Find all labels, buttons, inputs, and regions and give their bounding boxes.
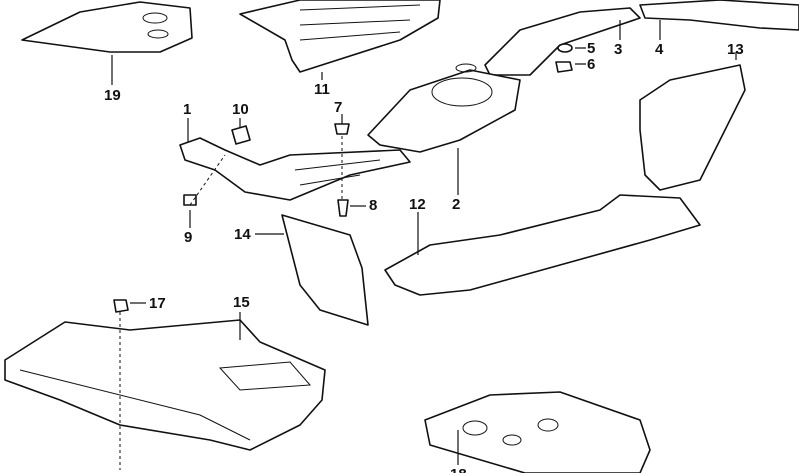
callout-1: 1: [183, 101, 192, 118]
callout-7: 7: [334, 99, 343, 116]
callout-19: 19: [104, 87, 121, 104]
callout-14: 14: [234, 226, 251, 243]
callout-9: 9: [184, 229, 193, 246]
part-12-floor-shield: [384, 194, 701, 296]
part-4-shield: [639, 0, 799, 31]
part-6-nut: [555, 61, 573, 73]
part-15-underbody-shield: [4, 319, 326, 451]
callout-17: 17: [149, 295, 166, 312]
callout-3: 3: [614, 41, 623, 58]
callout-4: 4: [655, 41, 664, 58]
part-7-clip: [334, 123, 350, 135]
leader-lines: [111, 20, 737, 465]
callout-6: 6: [587, 56, 596, 73]
callout-10: 10: [232, 101, 249, 118]
callout-2: 2: [452, 196, 461, 213]
callout-8: 8: [369, 197, 378, 214]
part-19-bracket: [21, 1, 193, 53]
callout-18: 18: [450, 467, 467, 473]
part-13-shield: [639, 64, 746, 191]
part-9-bolt: [183, 194, 197, 206]
part-17-clip: [113, 299, 129, 313]
callout-12: 12: [409, 196, 426, 213]
part-1-bracket: [179, 137, 411, 201]
part-11-heat-shield: [239, 0, 441, 73]
callout-13: 13: [727, 41, 744, 58]
part-2-tunnel-cover: [367, 63, 521, 153]
part-18-oil-pan-shield: [424, 391, 651, 473]
callout-15: 15: [233, 294, 250, 311]
part-5-washer: [557, 43, 573, 53]
part-3-tunnel-shield: [484, 7, 641, 76]
callout-11: 11: [314, 81, 330, 98]
callout-5: 5: [587, 40, 596, 57]
part-14-plate: [281, 214, 369, 326]
part-10-grommet: [231, 125, 251, 145]
part-8-screw: [337, 199, 349, 217]
